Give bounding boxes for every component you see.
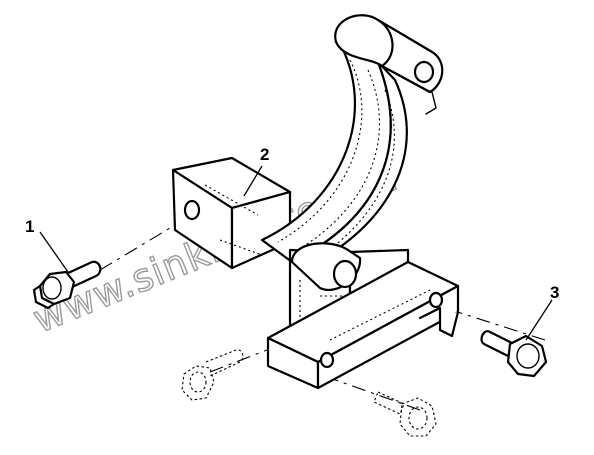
- foot-hole-right: [428, 291, 444, 309]
- top-boss-hole: [413, 60, 435, 84]
- phantom-bolts: [181, 349, 437, 437]
- base-block: [266, 242, 460, 390]
- curved-arm: [260, 14, 444, 270]
- mounting-hole: [183, 199, 201, 221]
- bolt-1: [32, 260, 102, 310]
- callout-1: 1: [25, 217, 34, 236]
- arm-pivot-hole: [332, 259, 358, 289]
- bolt-3: [480, 330, 548, 378]
- leader-lines: [39, 165, 553, 341]
- foot-hole-left: [319, 351, 335, 369]
- callout-2: 2: [260, 145, 269, 164]
- callout-3: 3: [550, 283, 559, 302]
